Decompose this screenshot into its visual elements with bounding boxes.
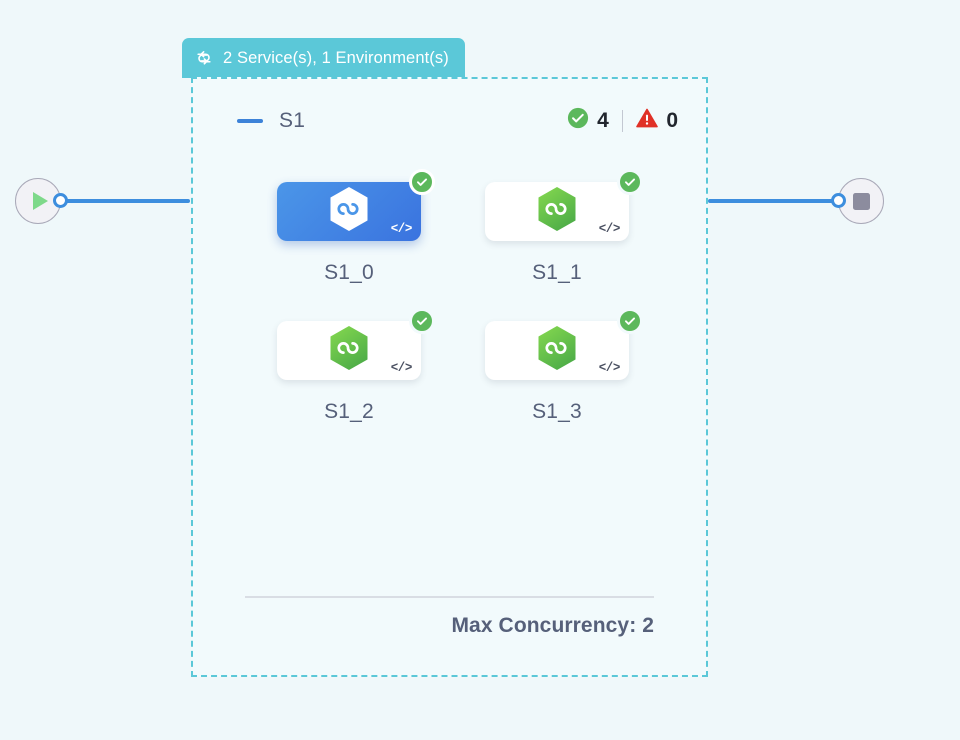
group-body[interactable]: S1 4	[191, 77, 708, 677]
check-circle-icon	[617, 169, 643, 195]
node-cell: </> S1_1	[453, 169, 661, 285]
output-port[interactable]	[53, 193, 68, 208]
success-count: 4	[567, 107, 609, 134]
hexagon-loop-logo	[328, 325, 370, 376]
node-cell: </> S1_0	[245, 169, 453, 285]
edge-group-to-end[interactable]	[708, 199, 838, 203]
node-label: S1_3	[532, 400, 582, 423]
check-circle-icon	[567, 107, 589, 134]
check-circle-icon	[617, 308, 643, 334]
play-icon	[33, 192, 48, 210]
check-circle-icon	[409, 169, 435, 195]
minus-icon[interactable]	[237, 118, 263, 123]
node-label: S1_2	[324, 400, 374, 423]
hexagon-loop-logo	[536, 325, 578, 376]
service-node-card[interactable]: </>	[277, 169, 435, 241]
node-label: S1_0	[324, 261, 374, 284]
group-header-title: 2 Service(s), 1 Environment(s)	[223, 48, 449, 67]
code-badge: </>	[390, 222, 413, 236]
stage-name-label: S1	[279, 108, 306, 132]
service-node-card[interactable]: </>	[485, 308, 643, 380]
max-concurrency-label: Max Concurrency: 2	[451, 614, 654, 637]
hexagon-loop-logo	[328, 186, 370, 237]
node-cell: </> S1_2	[245, 308, 453, 424]
hexagon-loop-logo	[536, 186, 578, 237]
footer-divider	[245, 596, 654, 598]
node-cell: </> S1_3	[453, 308, 661, 424]
node-grid: </> S1_0	[245, 169, 661, 424]
edge-start-to-group[interactable]	[62, 199, 190, 203]
input-port[interactable]	[831, 193, 846, 208]
error-count-value: 0	[666, 108, 678, 132]
warning-triangle-icon	[636, 107, 659, 134]
check-circle-icon	[409, 308, 435, 334]
group-header[interactable]: 2 Service(s), 1 Environment(s)	[182, 38, 465, 78]
loop-icon	[194, 48, 214, 68]
stats-divider	[621, 109, 624, 132]
stage-stats: 4 0	[567, 107, 678, 134]
service-node-card[interactable]: </>	[485, 169, 643, 241]
error-count: 0	[636, 107, 678, 134]
node-label: S1_1	[532, 261, 582, 284]
code-badge: </>	[598, 361, 621, 375]
code-badge: </>	[598, 222, 621, 236]
stage-identity[interactable]: S1	[237, 109, 305, 133]
stage-header-row: S1 4	[237, 107, 678, 134]
service-node-card[interactable]: </>	[277, 308, 435, 380]
stop-icon	[852, 192, 870, 210]
success-count-value: 4	[597, 108, 609, 132]
code-badge: </>	[390, 361, 413, 375]
